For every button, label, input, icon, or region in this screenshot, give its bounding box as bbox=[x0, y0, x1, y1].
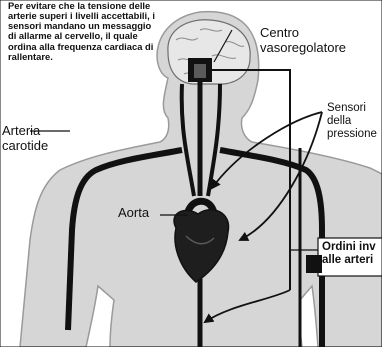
label-centro-line1: Centro bbox=[260, 26, 346, 41]
label-ordini-line1: Ordini inv bbox=[322, 241, 376, 254]
label-centro-vasoregolatore: Centro vasoregolatore bbox=[260, 26, 346, 55]
label-arteria-carotide: Arteria carotide bbox=[2, 124, 48, 153]
label-ordini-arterie: Ordini inv alle arteri bbox=[322, 241, 376, 267]
label-centro-line2: vasoregolatore bbox=[260, 41, 346, 56]
label-aorta: Aorta bbox=[118, 206, 149, 221]
label-ordini-line2: alle arteri bbox=[322, 254, 376, 267]
intro-text: Per evitare che la tensione delle arteri… bbox=[8, 1, 158, 62]
label-sensori-line3: pressione bbox=[327, 128, 377, 141]
label-sensori-line1: Sensori bbox=[327, 102, 377, 115]
label-arteria-line2: carotide bbox=[2, 139, 48, 154]
label-sensori-pressione: Sensori della pressione bbox=[327, 102, 377, 141]
label-arteria-line1: Arteria bbox=[2, 124, 48, 139]
label-sensori-line2: della bbox=[327, 115, 377, 128]
